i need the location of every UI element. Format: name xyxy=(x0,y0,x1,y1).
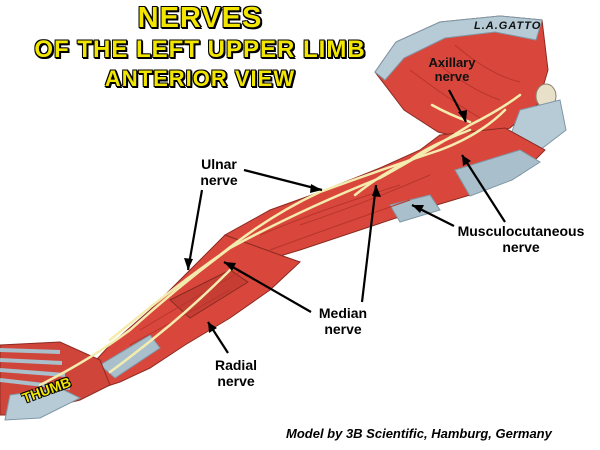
thumb xyxy=(4,387,82,421)
model-credit: Model by 3B Scientific, Hamburg, Germany xyxy=(286,426,552,441)
ulnar-nerve-label: Ulnar nerve xyxy=(194,156,244,188)
musculocutaneous-label-line-1: Musculocutaneous xyxy=(457,223,585,239)
median-label-line-1: Median xyxy=(318,305,368,321)
finger-tendons xyxy=(0,348,71,390)
title-line-3: ANTERIOR VIEW xyxy=(104,66,296,91)
radial-nerve-path xyxy=(108,268,232,374)
ulnar-label-line-1: Ulnar xyxy=(201,156,237,172)
median-pointer-upper xyxy=(360,184,378,303)
title-line-1: NERVES xyxy=(137,2,263,34)
radial-label-line-1: Radial xyxy=(214,357,257,373)
median-label-line-2: nerve xyxy=(324,321,362,337)
musculocutaneous-pointer-upper xyxy=(461,154,506,223)
musculocutaneous-nerve-path xyxy=(353,128,472,197)
ulnar-pointer-upper xyxy=(243,168,323,192)
pointer-arrowheads xyxy=(184,110,471,333)
ulnar-pointer-lower xyxy=(186,189,204,271)
triceps-tendon xyxy=(454,149,541,197)
title-line-2: OF THE LEFT UPPER LIMB xyxy=(34,36,366,63)
axillary-nerve-label: Axillary nerve xyxy=(422,56,482,84)
biceps-tendon xyxy=(389,194,441,223)
musculocutaneous-label-line-2: nerve xyxy=(502,239,540,255)
ulnar-nerve-path xyxy=(108,108,507,342)
muscle-striations-upper xyxy=(259,174,431,251)
artist-signature: L.A.GATTO xyxy=(474,20,542,32)
median-nerve-path xyxy=(38,93,522,387)
axillary-label-line-2: nerve xyxy=(434,69,470,84)
radial-label-line-2: nerve xyxy=(217,373,255,389)
ulnar-label-line-2: nerve xyxy=(200,172,238,188)
median-nerve-label: Median nerve xyxy=(313,305,373,337)
musculocutaneous-nerve-label: Musculocutaneous nerve xyxy=(456,223,586,255)
axillary-label-line-1: Axillary xyxy=(428,55,476,70)
nerves xyxy=(38,93,522,387)
axillary-nerve-path xyxy=(430,103,472,124)
median-pointer-lower xyxy=(223,261,312,313)
radial-nerve-label: Radial nerve xyxy=(206,357,266,389)
